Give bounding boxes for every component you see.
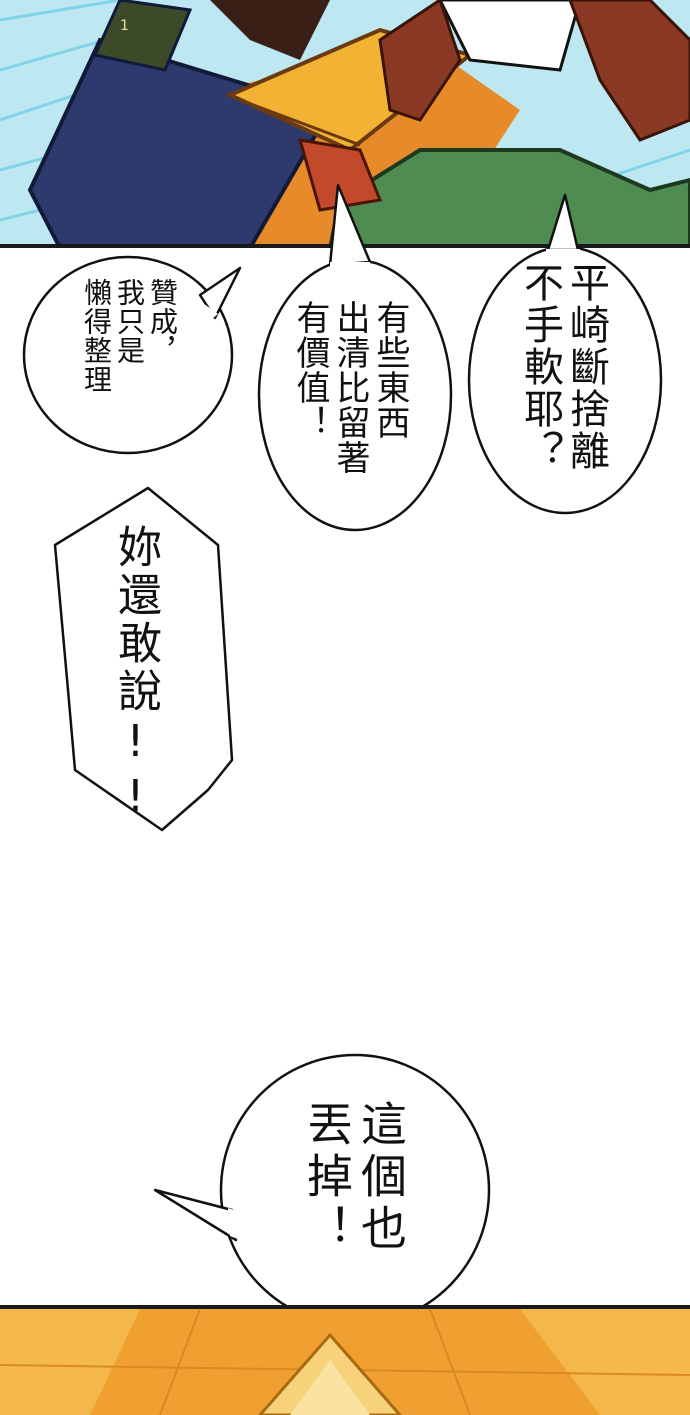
speech-bubble-value bbox=[257, 183, 453, 532]
bubble-text-hiraki: 平崎斷捨離 不手軟耶？ bbox=[517, 262, 609, 472]
speech-bubble-dare bbox=[53, 486, 234, 832]
bubble-text-value: 有些東西 出清比留著 有價值！ bbox=[290, 300, 410, 475]
bubble-text-agree: 贊成， 我只是 懶得整理 bbox=[80, 278, 179, 394]
svg-text:1: 1 bbox=[120, 18, 129, 34]
speech-bubble-hiraki bbox=[467, 193, 663, 515]
bottom-panel-artwork bbox=[0, 1305, 690, 1415]
bottom-illustration-panel bbox=[0, 1305, 690, 1415]
bubble-text-dare: 妳還敢說!! bbox=[110, 524, 161, 826]
top-illustration-panel: 1 bbox=[0, 0, 690, 248]
top-panel-artwork: 1 bbox=[0, 0, 690, 248]
speech-bubble-agree bbox=[22, 255, 242, 455]
bubble-text-throw: 這個也 丟掉！ bbox=[300, 1100, 408, 1256]
